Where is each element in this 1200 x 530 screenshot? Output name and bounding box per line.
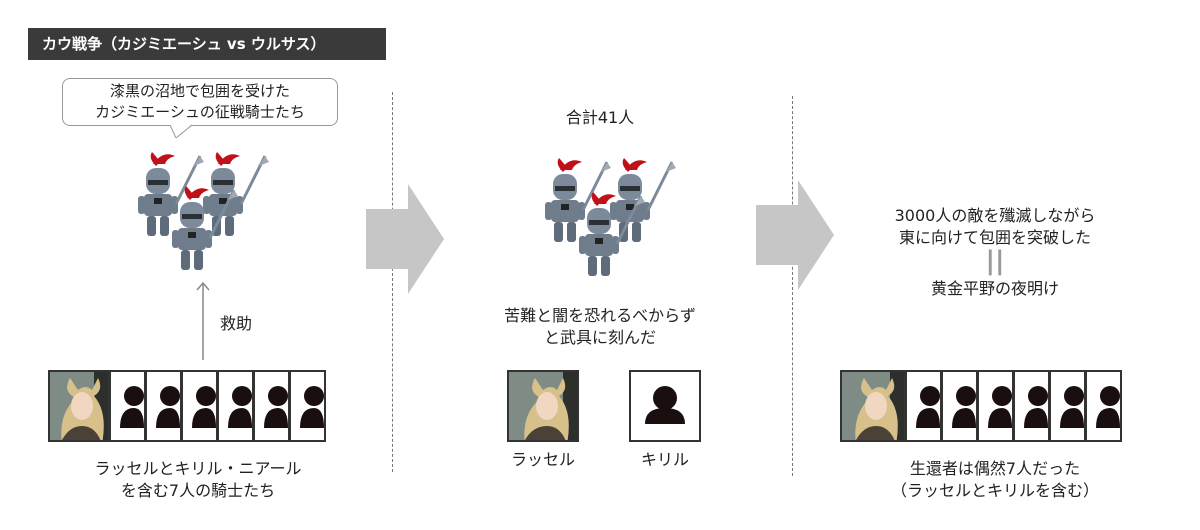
breakthrough-text: 3000人の敵を殲滅しながら 東に向けて包囲を突破した [870,205,1120,249]
portrait-photo [840,370,906,442]
survivor-line-2: （ラッセルとキリルを含む） [890,481,1099,500]
person-silhouette-card [942,370,978,442]
person-silhouette-card [906,370,942,442]
total-count-label: 合計41人 [565,108,635,127]
quote-line-2: と武具に刻んだ [543,328,656,347]
panel1-caption: ラッセルとキリル・ニアール を含む7人の騎士たち [48,458,348,502]
page-title: カウ戦争（カジミエーシュ vs ウルサス） [28,28,386,60]
survivor-line-1: 生還者は偶然7人だった [909,459,1081,478]
arrow-up-icon [196,281,210,360]
person-silhouette-card [218,370,254,442]
person-silhouette-card [110,370,146,442]
arrow-right-icon [756,180,834,290]
breakthrough-line-2: 東に向けて包囲を突破した [898,228,1091,247]
name-kirill: キリル [640,450,689,469]
bubble-line-1: 漆黒の沼地で包囲を受けた [109,82,290,100]
knight-cards-row [48,370,326,442]
name-russell: ラッセル [510,450,575,469]
person-silhouette-card [978,370,1014,442]
portrait-photo [507,370,579,442]
bubble-line-2: カジミエーシュの征戦騎士たち [95,103,305,121]
caption-line-2: を含む7人の騎士たち [120,481,276,500]
knight-group-icon [136,150,271,272]
quote-line-1: 苦難と闇を恐れるべからず [504,306,696,325]
person-silhouette-card [146,370,182,442]
person-silhouette-card [290,370,326,442]
person-silhouette-card [1086,370,1122,442]
person-silhouette-card [254,370,290,442]
person-silhouette-card [629,370,701,442]
engraved-quote: 苦難と闇を恐れるべからず と武具に刻んだ [470,305,730,349]
caption-line-1: ラッセルとキリル・ニアール [94,459,302,478]
rescue-label: 救助 [220,314,253,333]
person-silhouette-card [1014,370,1050,442]
divider-left [392,92,393,472]
person-silhouette-card [182,370,218,442]
equals-sign: || [985,246,1005,276]
person-silhouette-card [1050,370,1086,442]
divider-right [792,96,793,476]
portrait-photo [48,370,110,442]
breakthrough-line-1: 3000人の敵を殲滅しながら [894,206,1096,225]
dawn-label: 黄金平野の夜明け [930,279,1059,298]
arrow-right-icon [366,184,444,294]
survivor-caption: 生還者は偶然7人だった （ラッセルとキリルを含む） [860,458,1130,502]
bubble-tail [170,124,192,138]
knight-group-icon [543,156,678,278]
survivor-cards-row [840,370,1122,442]
speech-bubble: 漆黒の沼地で包囲を受けた カジミエーシュの征戦騎士たち [62,78,338,126]
